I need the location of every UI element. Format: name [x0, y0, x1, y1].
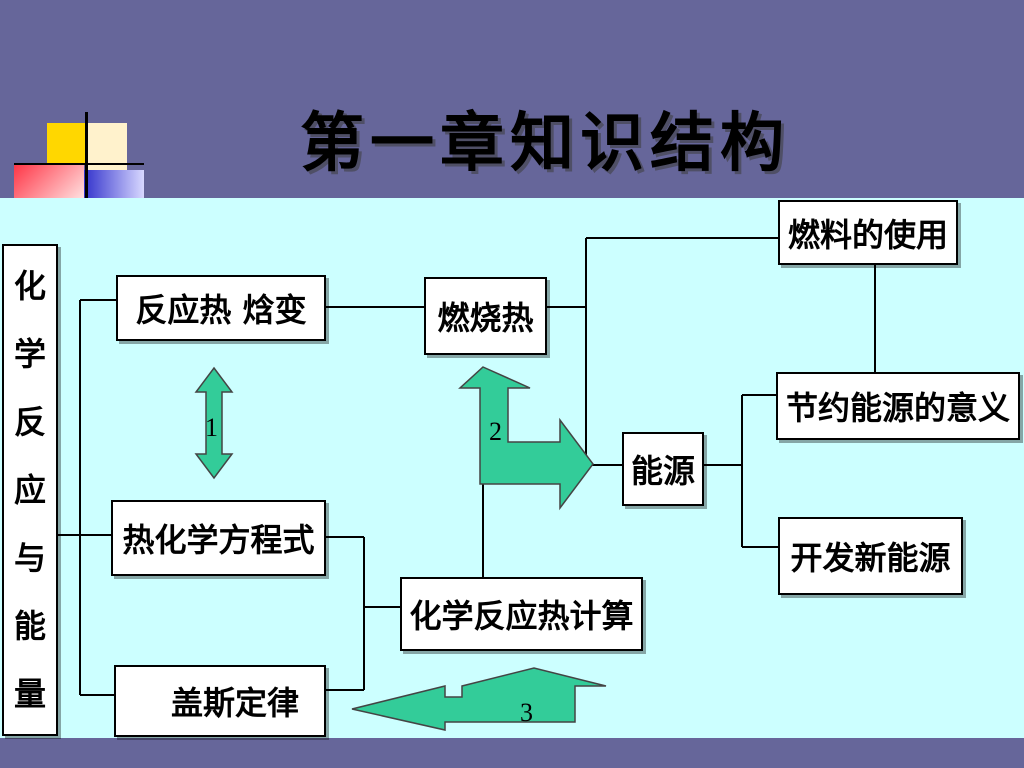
node-save-energy: 节约能源的意义	[776, 372, 1020, 440]
slide-footer	[0, 738, 1024, 768]
arrow-1-double-vertical	[194, 366, 234, 480]
decor-yellow-square	[47, 123, 87, 163]
connector-merge-to-calc	[325, 536, 402, 691]
node-fuel-use: 燃料的使用	[778, 200, 958, 265]
decor-vertical-line	[85, 112, 88, 198]
decor-red-square	[14, 163, 84, 198]
node-reaction-heat: 反应热 焓变	[116, 275, 326, 341]
node-root-char-3: 应	[13, 471, 46, 509]
decor-horizontal-line	[14, 163, 144, 165]
node-root-char-2: 反	[13, 403, 46, 441]
node-root-char-6: 量	[13, 675, 46, 713]
slide-header: 第一章知识结构	[0, 0, 1024, 198]
node-root: 化学反应与能量	[2, 244, 58, 736]
node-thermo-equation: 热化学方程式	[111, 500, 326, 576]
connector-energy-branch	[703, 394, 780, 548]
relation-arrows	[194, 366, 607, 731]
node-root-char-1: 学	[13, 335, 46, 373]
node-root-char-5: 能	[13, 607, 46, 645]
node-root-char-0: 化	[13, 267, 46, 305]
node-energy: 能源	[622, 432, 704, 506]
node-new-energy: 开发新能源	[778, 517, 963, 595]
arrow-label-1: 1	[205, 413, 218, 442]
slide-title: 第一章知识结构	[300, 107, 790, 181]
decor-light-square	[87, 123, 127, 170]
node-combustion-heat: 燃烧热	[424, 277, 547, 355]
arrow-2-elbow	[458, 366, 594, 511]
connector-combustion-branch	[546, 237, 780, 466]
connector-root-branch	[58, 299, 118, 696]
arrow-3-elbow	[351, 667, 607, 731]
decor-blue-square	[84, 170, 144, 198]
node-heat-calc: 化学反应热计算	[400, 577, 643, 651]
node-root-char-4: 与	[13, 539, 46, 577]
arrow-label-2: 2	[489, 417, 502, 446]
node-hess-law: 盖斯定律	[114, 665, 326, 737]
arrow-label-3: 3	[520, 698, 533, 727]
